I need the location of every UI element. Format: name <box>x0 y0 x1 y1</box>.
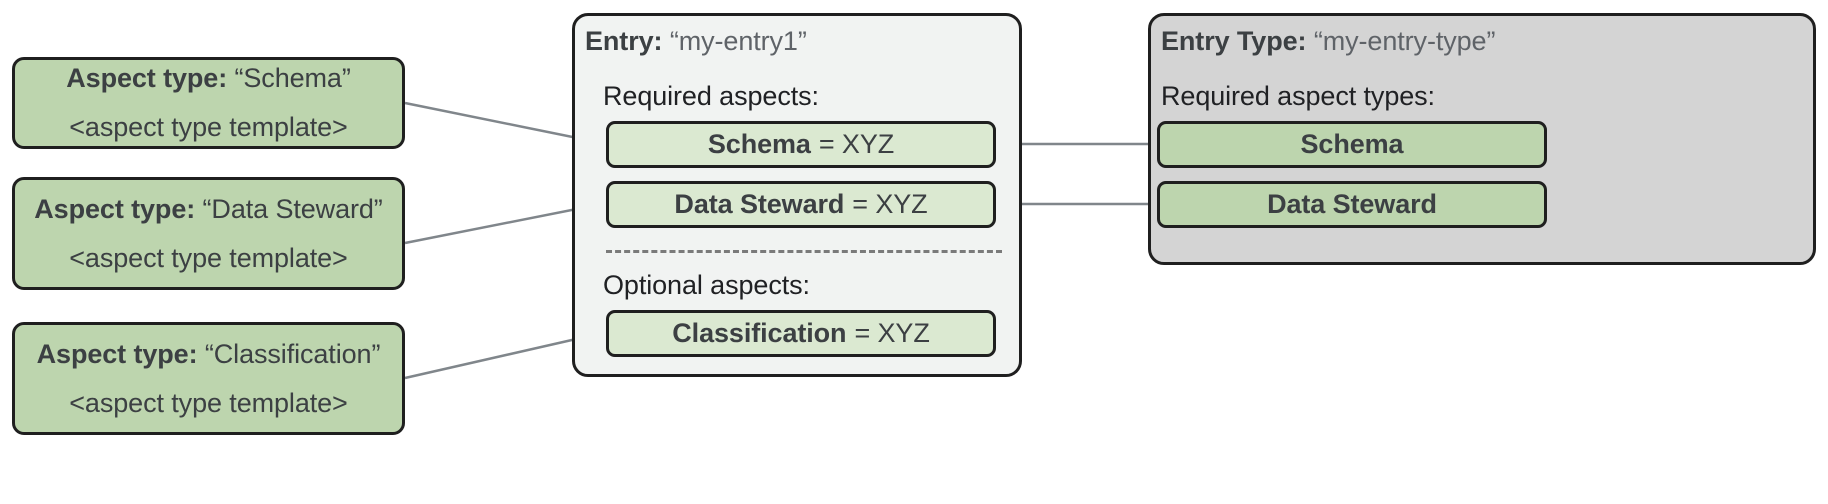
entry-aspect-data-steward-name: Data Steward <box>674 189 845 219</box>
aspect-type-schema-template: <aspect type template> <box>69 112 348 142</box>
aspect-type-data-steward-template: <aspect type template> <box>69 242 348 273</box>
entry-type-chip-data-steward[interactable]: Data Steward <box>1157 181 1547 228</box>
entry-type-name: “my-entry-type” <box>1313 26 1496 56</box>
entry-required-aspects-label: Required aspects: <box>603 81 819 111</box>
aspect-type-schema-title: Aspect type: “Schema” <box>66 63 351 94</box>
aspect-type-card-classification[interactable]: Aspect type: “Classification” <aspect ty… <box>12 322 405 435</box>
entry-aspect-data-steward-value: = XYZ <box>852 189 928 219</box>
entry-required-optional-divider <box>606 250 1002 253</box>
entry-type-required-label: Required aspect types: <box>1161 81 1435 111</box>
entry-aspect-chip-classification[interactable]: Classification = XYZ <box>606 310 996 357</box>
entry-type-schema-name: Schema <box>1300 129 1404 159</box>
aspect-type-classification-prefix: Aspect type: <box>36 338 198 369</box>
entry-name: “my-entry1” <box>669 26 807 56</box>
aspect-type-schema-prefix: Aspect type: <box>66 63 228 93</box>
entry-heading: Entry: “my-entry1” <box>585 26 807 57</box>
aspect-type-data-steward-prefix: Aspect type: <box>34 193 196 224</box>
aspect-type-classification-title: Aspect type: “Classification” <box>37 339 381 370</box>
entry-aspect-schema-value: = XYZ <box>818 129 895 159</box>
entry-aspect-chip-schema[interactable]: Schema = XYZ <box>606 121 996 168</box>
entry-aspect-classification-value: = XYZ <box>854 318 930 348</box>
aspect-type-schema-name: “Schema” <box>234 63 351 93</box>
entry-type-label-prefix: Entry Type: <box>1161 26 1307 56</box>
entry-label-prefix: Entry: <box>585 26 663 56</box>
aspect-type-card-data-steward[interactable]: Aspect type: “Data Steward” <aspect type… <box>12 177 405 290</box>
aspect-type-data-steward-name: “Data Steward” <box>202 193 383 224</box>
entry-type-data-steward-name: Data Steward <box>1267 189 1437 219</box>
entry-aspect-chip-data-steward[interactable]: Data Steward = XYZ <box>606 181 996 228</box>
aspect-type-card-schema[interactable]: Aspect type: “Schema” <aspect type templ… <box>12 57 405 149</box>
entry-aspect-schema-name: Schema <box>707 129 811 159</box>
entry-type-heading: Entry Type: “my-entry-type” <box>1161 26 1495 57</box>
entry-optional-aspects-label: Optional aspects: <box>603 270 810 300</box>
aspect-type-classification-name: “Classification” <box>204 338 381 369</box>
entry-aspect-classification-name: Classification <box>672 318 847 348</box>
entry-type-chip-schema[interactable]: Schema <box>1157 121 1547 168</box>
aspect-type-classification-template: <aspect type template> <box>69 387 348 418</box>
aspect-type-data-steward-title: Aspect type: “Data Steward” <box>34 193 383 225</box>
